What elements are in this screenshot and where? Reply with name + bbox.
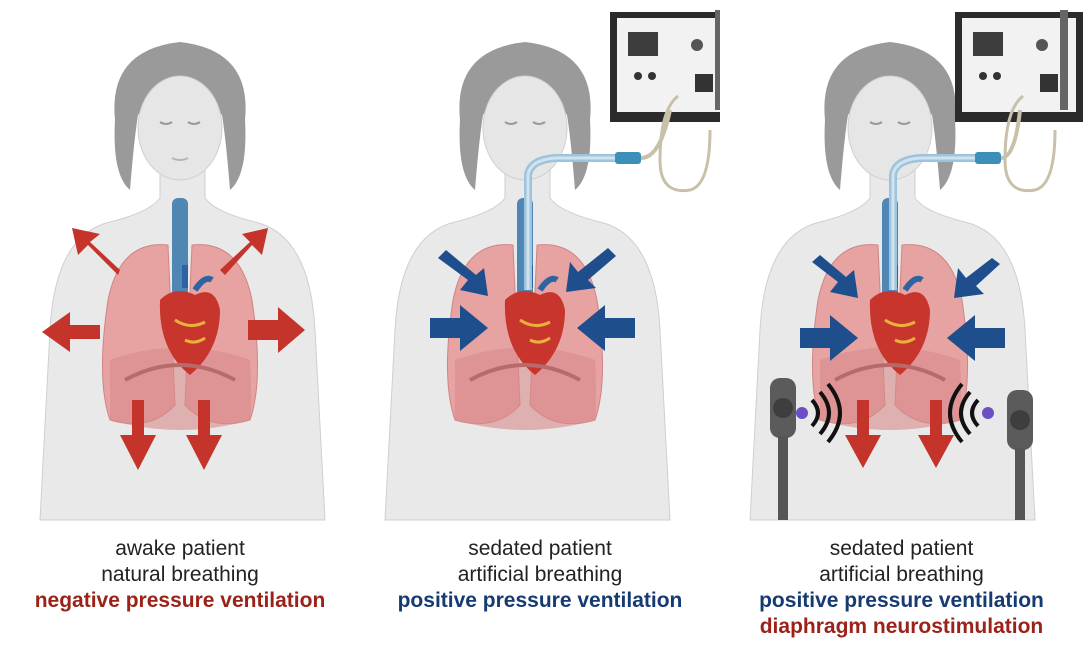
caption-line-2: artificial breathing xyxy=(360,562,720,588)
face xyxy=(483,76,567,180)
caption-line-3: negative pressure ventilation xyxy=(0,588,360,614)
caption-awake: awake patient natural breathing negative… xyxy=(0,536,360,614)
caption-neurostimulation: sedated patient artificial breathing pos… xyxy=(720,536,1083,640)
caption-line-4: diaphragm neurostimulation xyxy=(720,614,1083,640)
awake-patient-illustration xyxy=(0,0,360,530)
caption-line-2: artificial breathing xyxy=(720,562,1083,588)
caption-line-3: positive pressure ventilation xyxy=(720,588,1083,614)
face xyxy=(848,76,932,180)
sedated-patient-illustration xyxy=(360,0,720,530)
face xyxy=(138,76,222,180)
caption-line-1: sedated patient xyxy=(360,536,720,562)
caption-line-1: sedated patient xyxy=(720,536,1083,562)
caption-line-1: awake patient xyxy=(0,536,360,562)
neurostimulation-patient-illustration xyxy=(720,0,1083,530)
ventilator xyxy=(955,10,1083,191)
caption-line-2: natural breathing xyxy=(0,562,360,588)
panel-sedated-neurostimulation: sedated patient artificial breathing pos… xyxy=(720,0,1083,648)
caption-line-3: positive pressure ventilation xyxy=(360,588,720,614)
panel-awake: awake patient natural breathing negative… xyxy=(0,0,360,648)
caption-sedated: sedated patient artificial breathing pos… xyxy=(360,536,720,614)
panel-sedated: sedated patient artificial breathing pos… xyxy=(360,0,720,648)
